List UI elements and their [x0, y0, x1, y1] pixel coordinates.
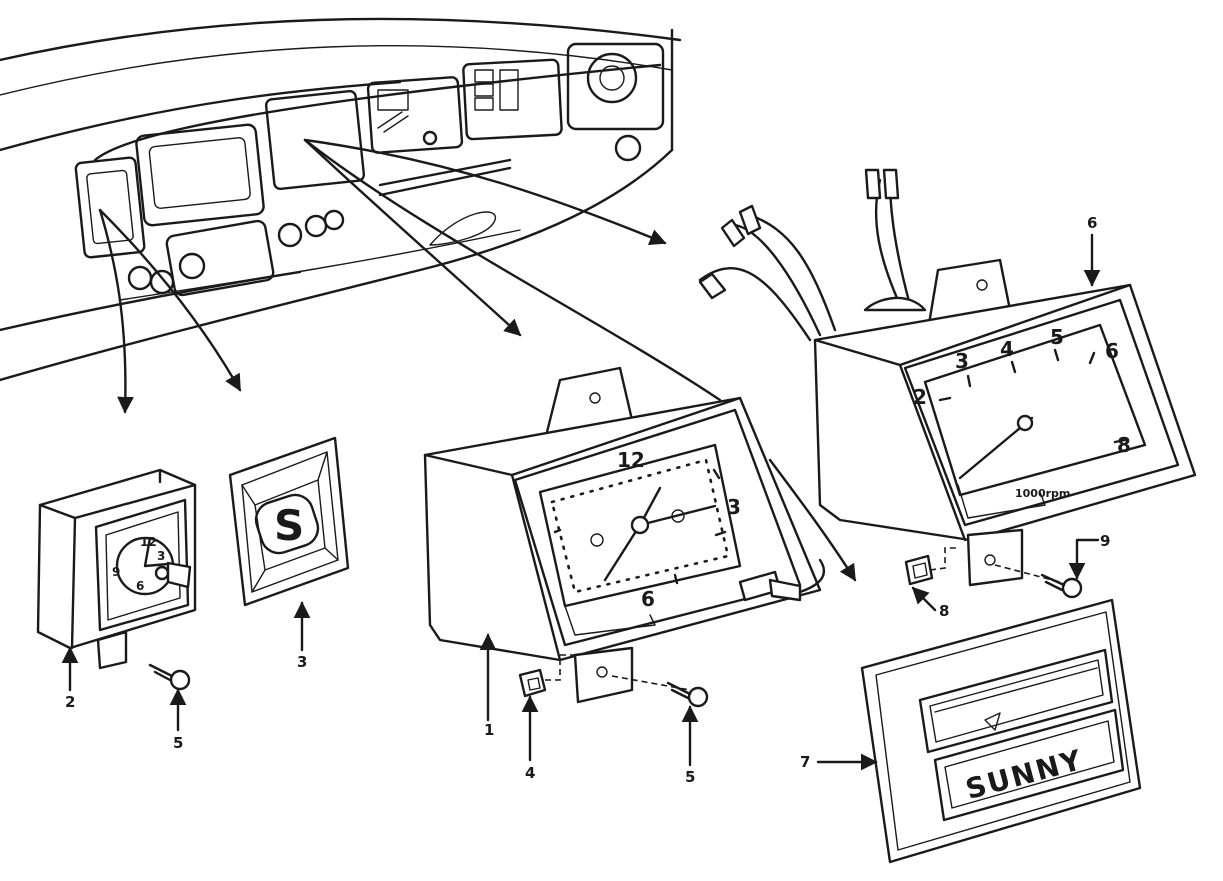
- callout-4: 4: [525, 764, 535, 782]
- tach-numeral-8: 8: [1117, 433, 1131, 457]
- callout-8: 8: [939, 602, 949, 620]
- small-clock-part-2: 12 9 3 6: [36, 468, 197, 670]
- callout-3: 3: [297, 653, 307, 671]
- location-arrows: [98, 138, 857, 582]
- clock-part-1: 12 3 6: [423, 366, 826, 704]
- callout-2: 2: [65, 693, 75, 711]
- small-clock-numeral-6: 6: [136, 579, 144, 593]
- small-clock-numeral-9: 9: [112, 565, 120, 579]
- small-clock-numeral-12: 12: [140, 535, 157, 549]
- clock-numeral-3: 3: [727, 495, 741, 519]
- clock-numeral-12: 12: [617, 448, 645, 472]
- tach-numeral-6: 6: [1105, 339, 1119, 363]
- tach-numeral-3: 3: [955, 349, 969, 373]
- callout-5-clock: 5: [685, 768, 695, 786]
- clip-part-4: [518, 668, 547, 698]
- callout-1: 1: [484, 721, 494, 739]
- screw-part-9: [994, 564, 1083, 599]
- callout-labels: 1 2 3 4 5 5 6 7 8 9: [65, 214, 1110, 786]
- tach-numeral-2: 2: [913, 385, 927, 409]
- small-clock-numeral-3: 3: [157, 549, 165, 563]
- tach-numeral-5: 5: [1050, 325, 1064, 349]
- screw-part-5-small-clock: [148, 663, 191, 691]
- tach-numeral-4: 4: [1000, 337, 1014, 361]
- callout-9: 9: [1100, 532, 1110, 550]
- clip-part-8: [904, 547, 960, 586]
- clock-numeral-6: 6: [641, 587, 655, 611]
- dashboard-panel: [0, 17, 682, 382]
- callout-6: 6: [1087, 214, 1097, 232]
- screw-part-5-clock: [611, 675, 709, 708]
- tach-unit-label: 1000rpm: [1015, 487, 1070, 500]
- callout-leaders: [61, 233, 1101, 771]
- tachometer-part-6: 3 4 5 6 2 8 1000rpm: [698, 168, 1197, 587]
- emblem-letter: S: [274, 501, 304, 550]
- callout-5-small-clock: 5: [173, 734, 183, 752]
- emblem-part-3: S: [228, 436, 350, 607]
- callout-7: 7: [800, 753, 810, 771]
- badge-panel-part-7: SUNNY: [860, 598, 1142, 864]
